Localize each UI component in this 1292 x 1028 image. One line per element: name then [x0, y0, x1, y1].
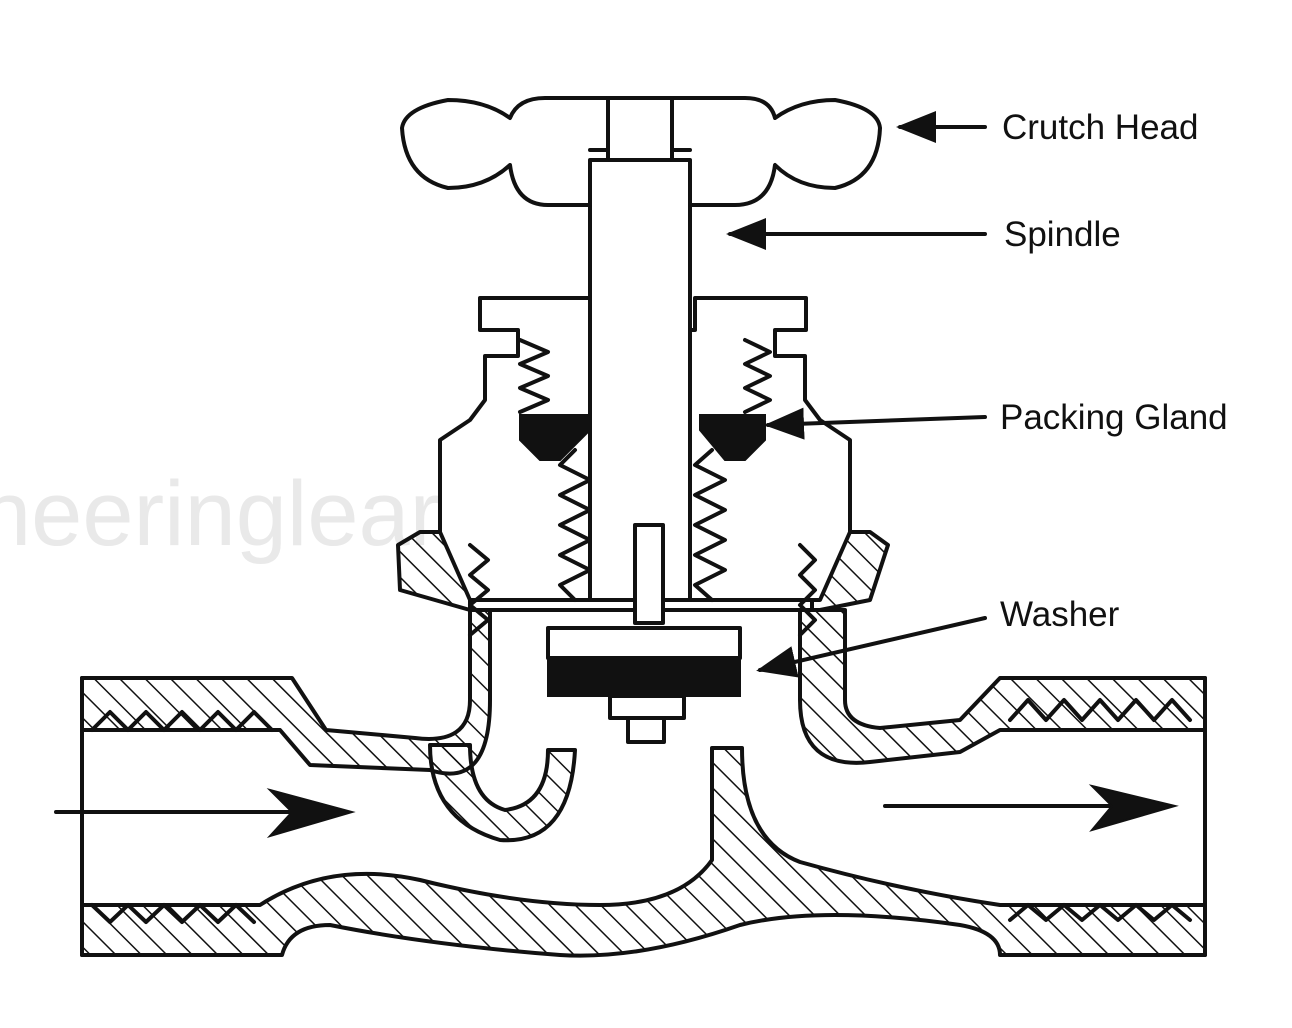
washer	[546, 626, 742, 744]
flow-arrow-out	[883, 784, 1179, 832]
spindle-label: Spindle	[1004, 215, 1121, 254]
packing-gland-pointer	[764, 407, 987, 440]
crutch-head	[400, 96, 882, 207]
spindle	[588, 158, 692, 625]
valve-body	[80, 530, 1207, 958]
flow-arrow-in	[54, 788, 356, 838]
packing-gland	[519, 414, 766, 461]
washer-label: Washer	[1000, 595, 1120, 634]
washer-pointer	[756, 616, 987, 678]
packing-gland-label: Packing Gland	[1000, 398, 1228, 437]
crutch-head-label: Crutch Head	[1002, 108, 1198, 147]
